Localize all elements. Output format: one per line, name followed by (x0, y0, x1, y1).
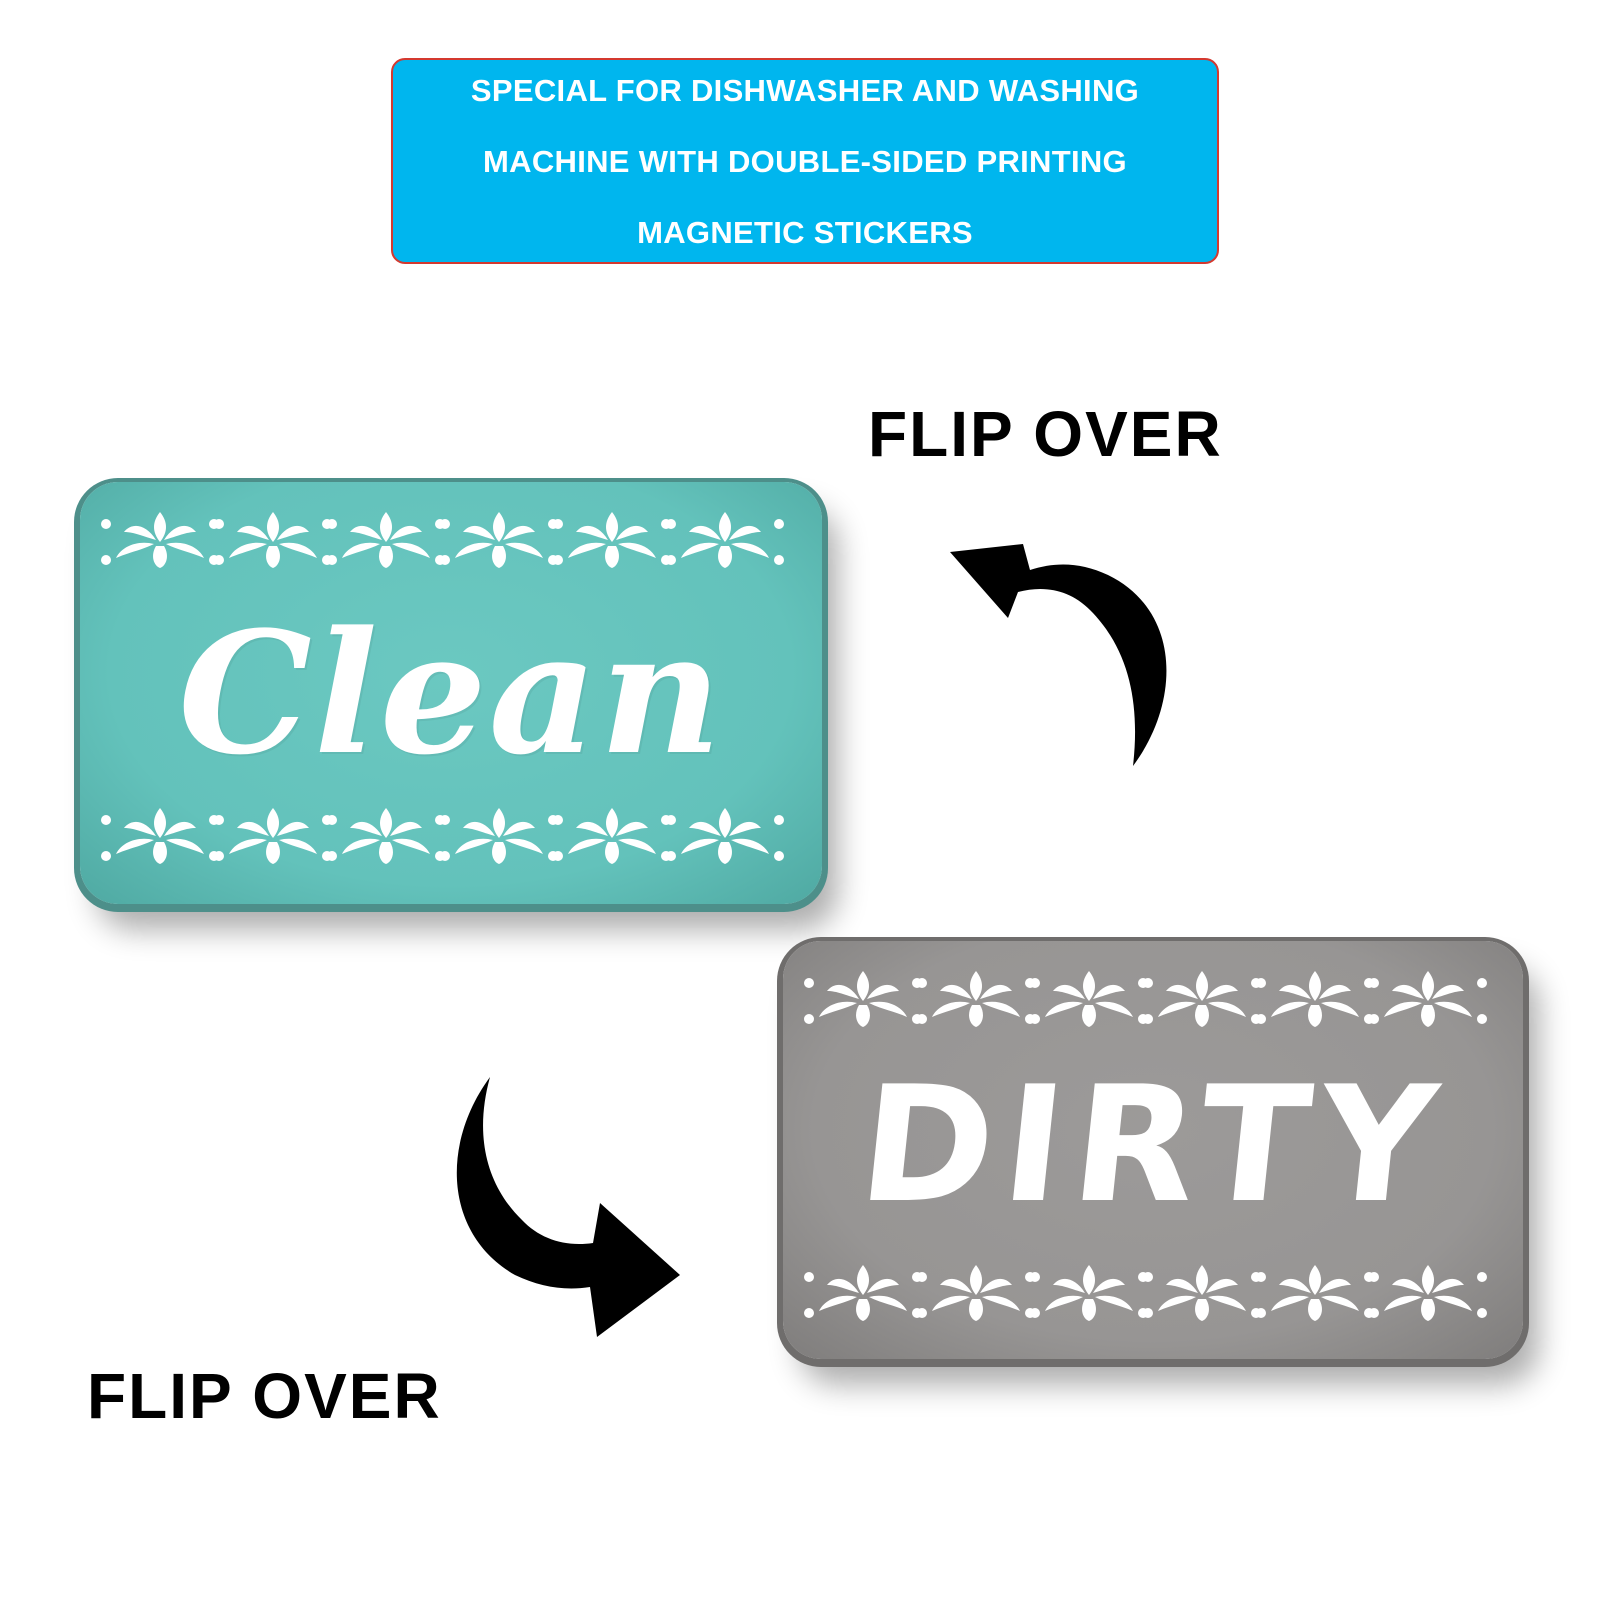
lotus-flower-border-icon (804, 971, 1487, 1027)
banner-line-3: MAGNETIC STICKERS (637, 214, 973, 250)
clean-word: Clean (178, 594, 724, 792)
banner-line-2: MACHINE WITH DOUBLE-SIDED PRINTING (483, 143, 1127, 179)
curved-arrow-down-right-icon (456, 1077, 680, 1337)
flip-over-label-top: FLIP OVER (868, 398, 1223, 470)
lotus-flower-border-icon (101, 512, 784, 568)
title-banner: SPECIAL FOR DISHWASHER AND WASHING MACHI… (391, 58, 1219, 264)
curved-arrow-up-left-icon (950, 544, 1167, 766)
dirty-magnet: DIRTY (783, 941, 1523, 1359)
dirty-word: DIRTY (851, 1051, 1455, 1238)
lotus-flower-border-icon (101, 808, 784, 864)
flip-over-label-bottom: FLIP OVER (87, 1360, 442, 1432)
lotus-flower-border-icon (804, 1265, 1487, 1321)
banner-line-1: SPECIAL FOR DISHWASHER AND WASHING (470, 72, 1140, 108)
clean-magnet: Clean (80, 482, 822, 904)
